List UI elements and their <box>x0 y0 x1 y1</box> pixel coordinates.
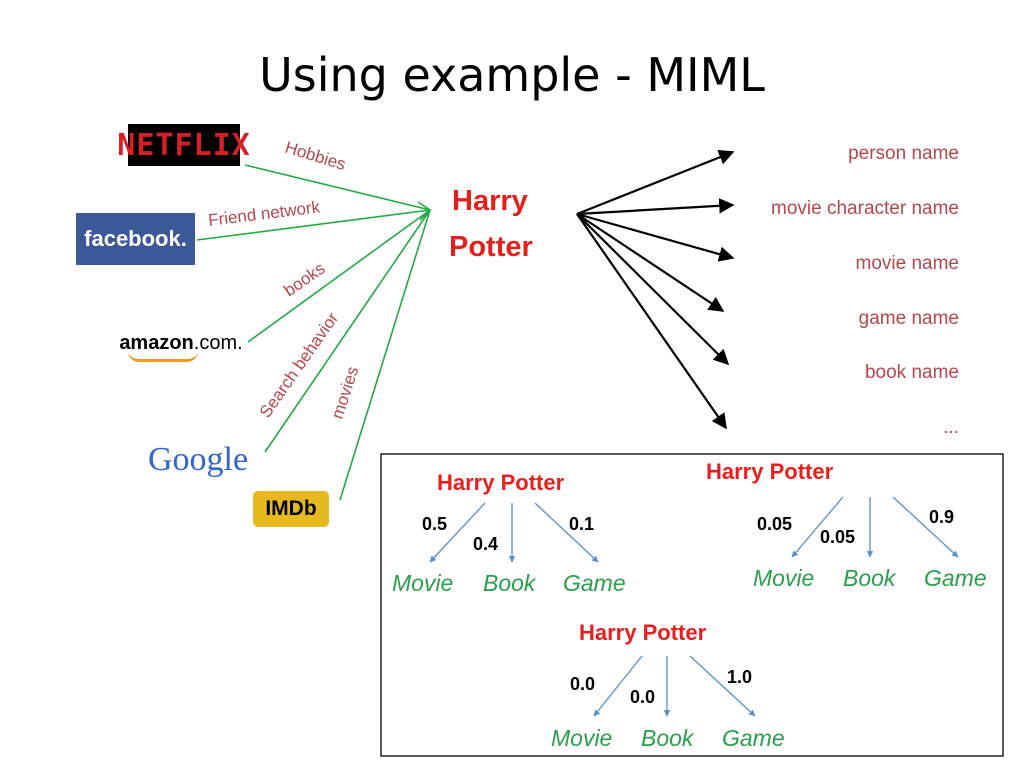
tree2-label-game: Game <box>924 565 987 591</box>
tree3-prob-game: 1.0 <box>727 667 752 687</box>
tree3-prob-book: 0.0 <box>630 687 655 707</box>
tree3-label-movie: Movie <box>551 725 612 751</box>
tree1-root: Harry Potter <box>437 470 565 495</box>
output-game-name: game name <box>859 308 959 329</box>
facebook-logo: facebook. <box>76 213 195 265</box>
arrow-movie-character-name <box>576 198 735 216</box>
tree1-prob-movie: 0.5 <box>422 514 447 534</box>
tree2-label-movie: Movie <box>753 565 814 591</box>
edge-netflix <box>244 164 431 211</box>
tree-3: Harry Potter 0.0 0.0 1.0 Movie Book Game <box>551 620 785 751</box>
output-labels: person name movie character name movie n… <box>771 143 959 438</box>
tree-2: Harry Potter 0.05 0.05 0.9 Movie Book Ga… <box>706 459 987 591</box>
tree2-label-book: Book <box>843 565 897 591</box>
tree1-edge-game <box>534 502 599 563</box>
tree3-root: Harry Potter <box>579 620 707 645</box>
tree2-root: Harry Potter <box>706 459 834 484</box>
tree2-prob-game: 0.9 <box>929 507 954 527</box>
google-logo: Google <box>142 434 254 486</box>
input-edges <box>196 164 432 501</box>
output-person-name: person name <box>848 143 959 164</box>
edge-amazon <box>247 209 431 343</box>
tree2-edge-game <box>892 496 959 558</box>
edge-label-friend-network: Friend network <box>207 197 321 230</box>
green-arrowhead-icon <box>417 201 432 221</box>
tree1-label-movie: Movie <box>392 570 453 596</box>
tree2-prob-movie: 0.05 <box>757 514 792 534</box>
edge-label-hobbies: Hobbies <box>283 138 348 174</box>
edge-google <box>264 209 431 453</box>
probability-box <box>380 453 1004 757</box>
output-ellipsis: ... <box>943 417 959 438</box>
tree1-prob-book: 0.4 <box>473 534 498 554</box>
amazon-logo: amazon.com. <box>118 330 244 364</box>
arrow-person-name <box>576 149 735 216</box>
edge-label-search-behavior: Search behavior <box>256 309 343 422</box>
arrow-movie-name <box>576 212 735 262</box>
tree1-edge-movie <box>429 502 486 563</box>
arrow-book-name <box>576 213 730 366</box>
tree-1: Harry Potter 0.5 0.4 0.1 Movie Book Game <box>392 470 626 596</box>
output-arrows <box>576 149 735 430</box>
tree3-label-game: Game <box>722 725 785 751</box>
netflix-logo: NETFLIX <box>117 124 250 166</box>
amazon-logo-rest: .com. <box>193 332 243 354</box>
slide-title: Using example - MIML <box>259 48 765 102</box>
edge-facebook <box>196 209 431 241</box>
center-label-line1: Harry <box>452 185 528 217</box>
tree1-prob-game: 0.1 <box>569 514 594 534</box>
output-movie-name: movie name <box>856 253 960 274</box>
center-label-line2: Potter <box>449 231 533 263</box>
tree1-label-game: Game <box>563 570 626 596</box>
tree3-edge-movie <box>593 655 643 717</box>
imdb-logo: IMDb <box>253 491 329 527</box>
tree1-label-book: Book <box>483 570 537 596</box>
output-movie-character-name: movie character name <box>771 198 959 219</box>
tree3-prob-movie: 0.0 <box>570 674 595 694</box>
arrow-more <box>576 213 727 430</box>
edge-label-books: books <box>280 259 328 301</box>
tree3-label-book: Book <box>641 725 695 751</box>
tree3-edge-game <box>689 655 756 717</box>
edge-imdb <box>339 209 431 501</box>
tree2-prob-book: 0.05 <box>820 527 855 547</box>
google-logo-text: Google <box>147 441 249 478</box>
tree2-edge-movie <box>791 496 844 558</box>
edge-label-movies: movies <box>328 364 363 421</box>
arrow-game-name <box>576 213 725 312</box>
output-book-name: book name <box>865 362 959 383</box>
amazon-logo-bold: amazon <box>119 332 194 354</box>
edge-labels: Hobbies Friend network books Search beha… <box>207 138 362 422</box>
amazon-smile-icon <box>128 351 198 362</box>
